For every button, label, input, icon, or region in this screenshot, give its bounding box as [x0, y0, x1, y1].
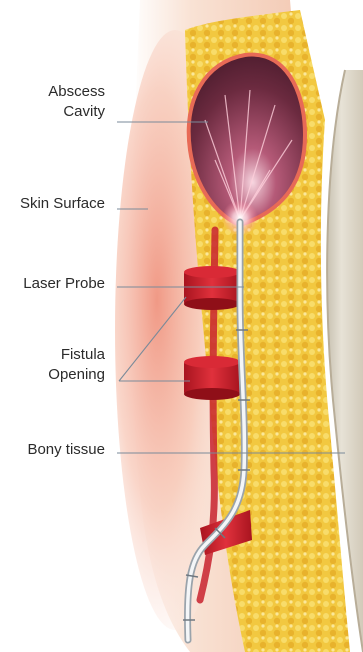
skin-surface-label-text: Skin Surface — [20, 194, 105, 214]
label-skin-surface: Skin Surface — [20, 194, 105, 214]
label-bony-tissue: Bony tissue — [27, 440, 105, 460]
laser-probe-label-text: Laser Probe — [23, 274, 105, 294]
fistula-opening-lower — [184, 356, 240, 400]
bony-tissue-label-text: Bony tissue — [27, 440, 105, 460]
label-fistula-opening: Fistula Opening — [48, 345, 105, 385]
fistula-label-line1: Fistula — [48, 345, 105, 365]
abscess-label-line2: Cavity — [48, 102, 105, 122]
label-abscess-cavity: Abscess Cavity — [48, 82, 105, 122]
fistula-opening-upper — [184, 266, 240, 310]
label-laser-probe: Laser Probe — [23, 274, 105, 294]
abscess-label-line1: Abscess — [48, 82, 105, 102]
fistula-label-line2: Opening — [48, 365, 105, 385]
